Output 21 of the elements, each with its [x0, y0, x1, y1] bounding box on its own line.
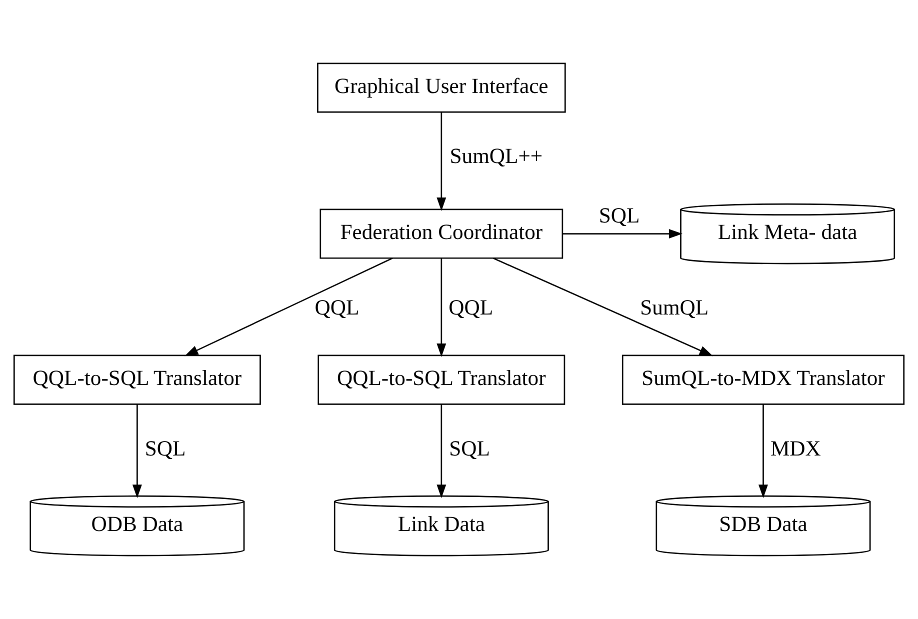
arrow: [562, 229, 682, 239]
edge-label: MDX: [770, 436, 821, 460]
edge-label: QQL: [314, 296, 358, 320]
node-box: Graphical User Interface: [317, 62, 566, 113]
arrow: [436, 112, 446, 212]
edge-label: SumQL++: [450, 144, 543, 168]
arrow: [132, 404, 142, 498]
node-box: Federation Coordinator: [320, 208, 564, 259]
node-box: QQL-to-SQL Translator: [13, 354, 261, 405]
edge-label: QQL: [448, 296, 492, 320]
arrow: [184, 258, 393, 356]
node-box: SumQL-to-MDX Translator: [622, 354, 905, 405]
arrow: [436, 404, 446, 498]
edge-label: SumQL: [640, 296, 708, 320]
edge-label: SQL: [144, 436, 185, 460]
arrow: [758, 404, 768, 498]
node-box: QQL-to-SQL Translator: [318, 354, 566, 405]
edge-label: SQL: [598, 204, 639, 228]
arrow: [492, 258, 713, 356]
edge-label: SQL: [449, 436, 490, 460]
arrow: [436, 258, 446, 358]
